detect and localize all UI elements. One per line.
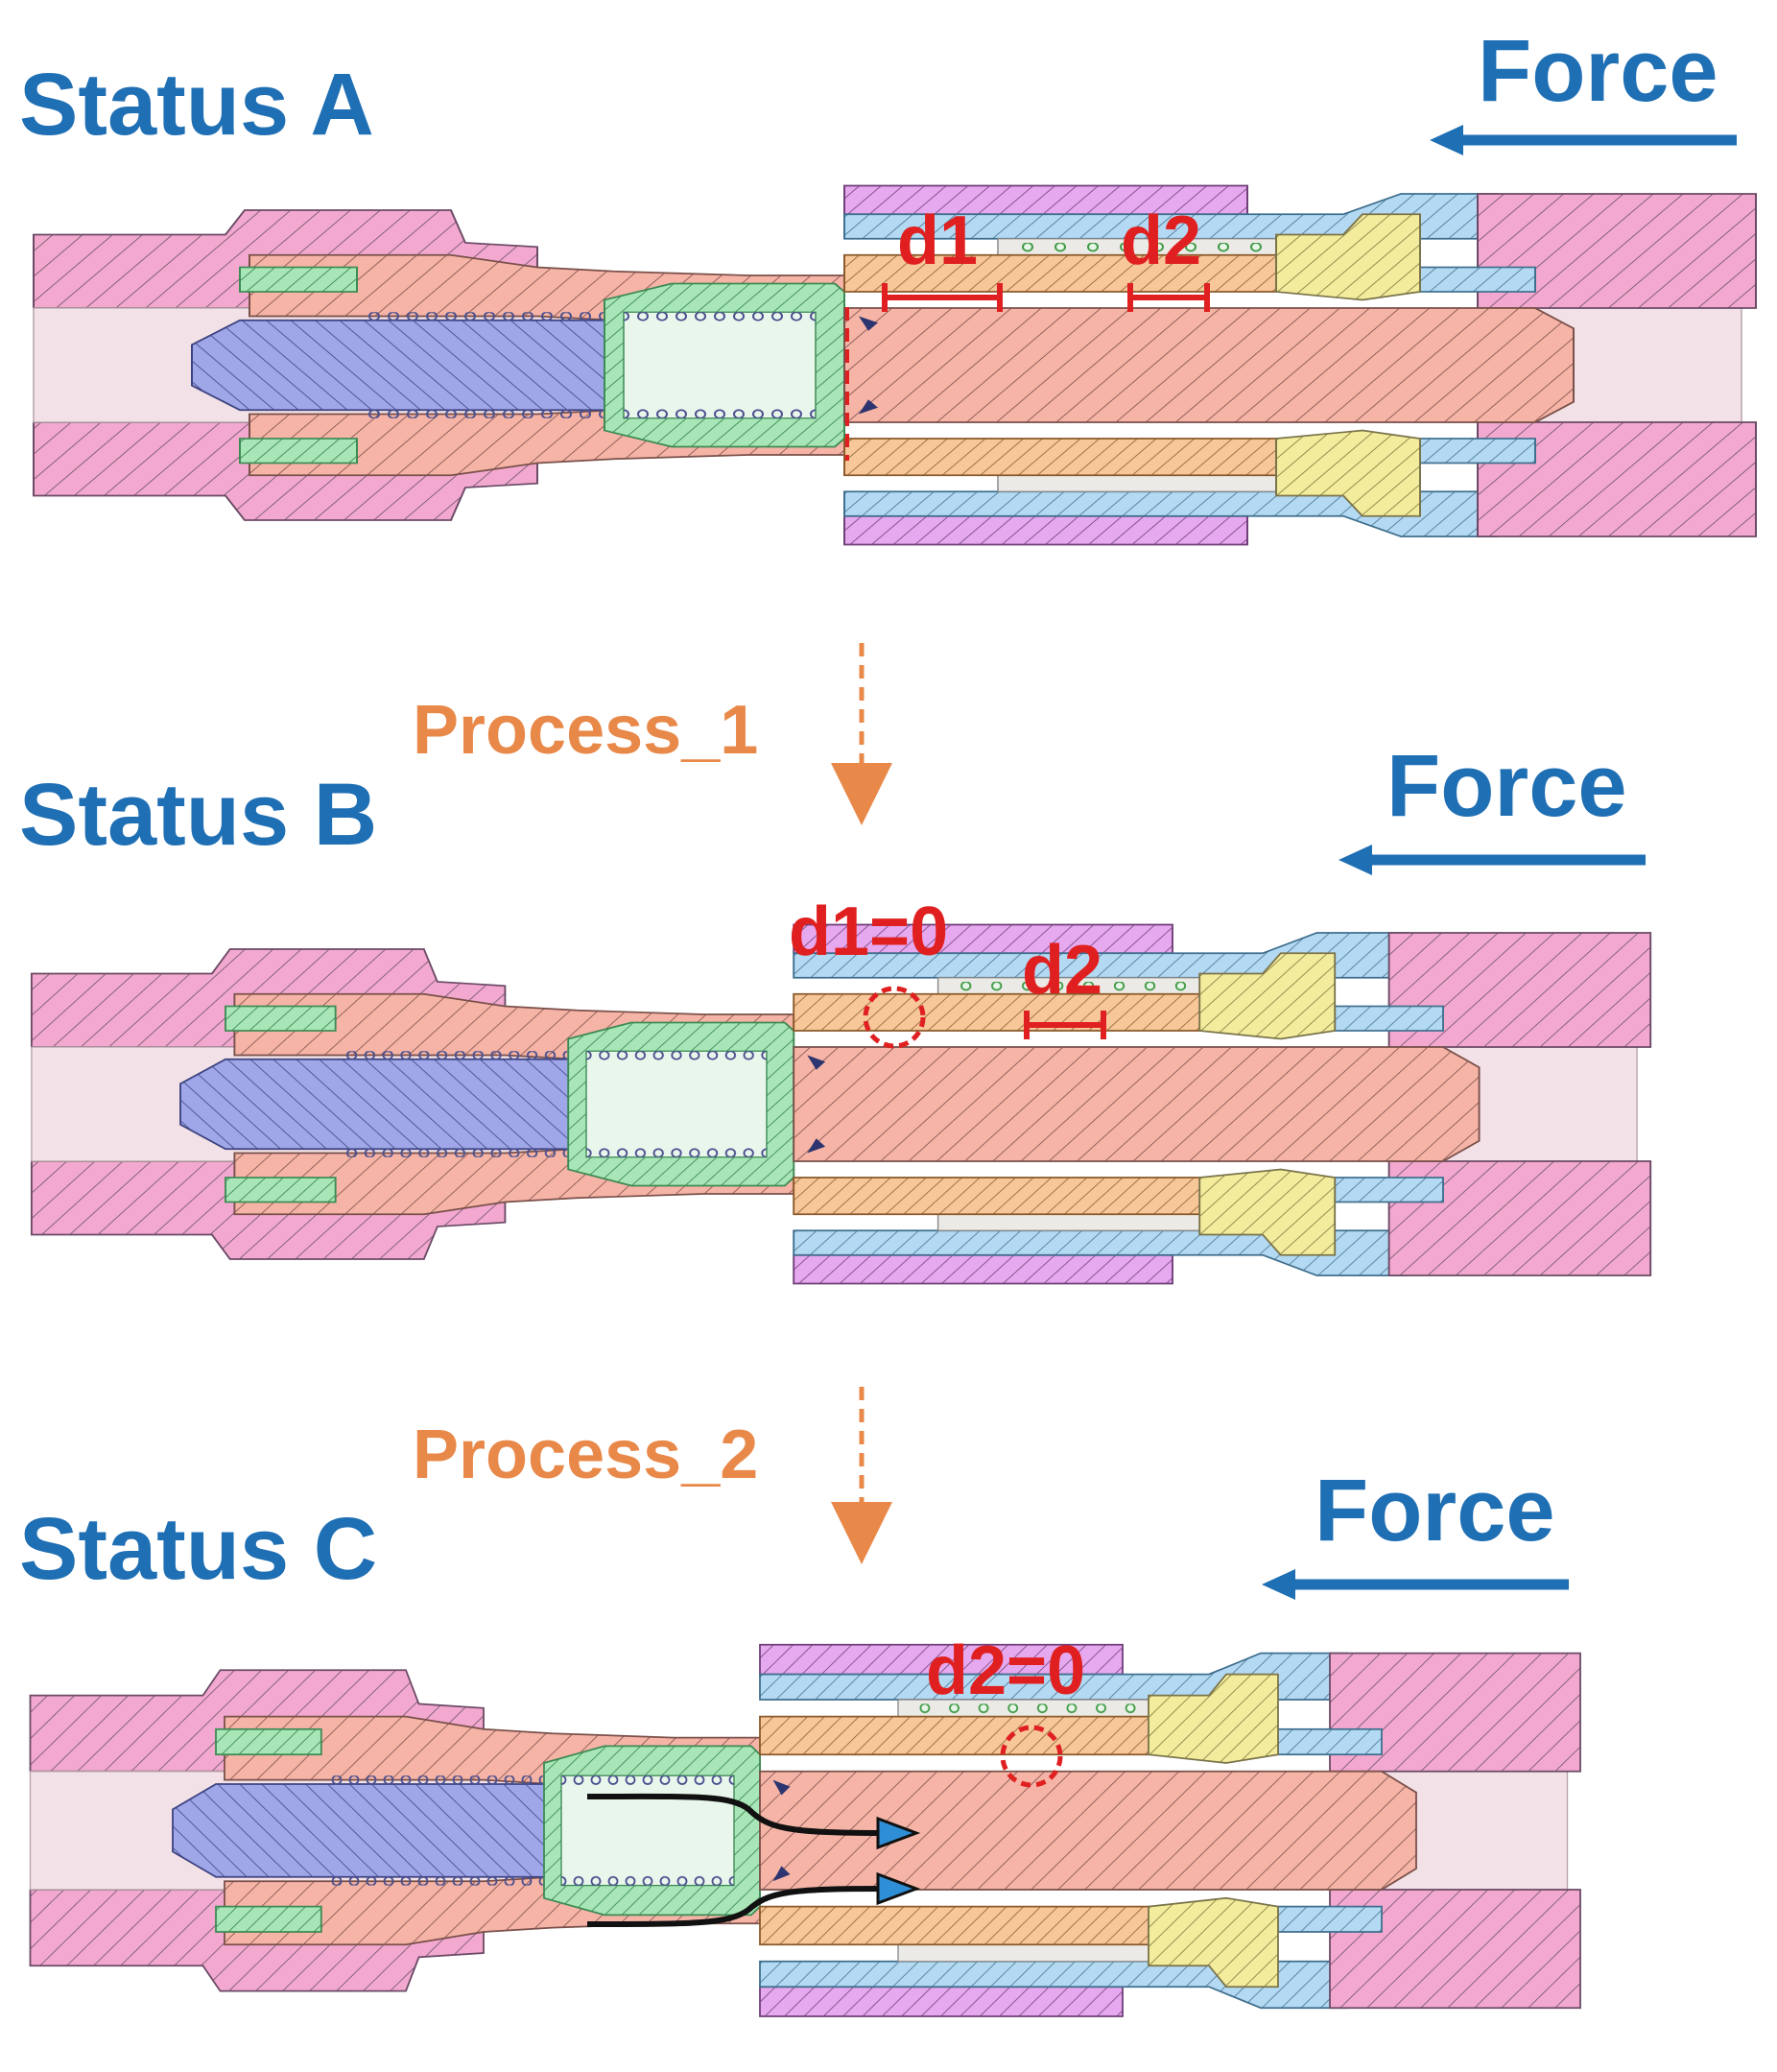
dimension-d1-a: [882, 283, 1003, 312]
d2-label-a: d2: [1121, 202, 1201, 279]
process-1-label: Process_1: [413, 692, 758, 769]
process-2-label: Process_2: [413, 1417, 758, 1493]
force-label-a: Force: [1478, 22, 1718, 120]
process-arrow-1: [831, 643, 892, 825]
force-arrow-a: [1430, 125, 1737, 155]
coupling-status-a: [33, 184, 1757, 546]
d1-label: d1: [897, 202, 978, 279]
d2-zero-label: d2=0: [926, 1632, 1085, 1709]
force-arrow-c: [1262, 1569, 1569, 1600]
d2-label-b: d2: [1022, 932, 1102, 1009]
status-b-label: Status B: [19, 766, 377, 864]
coupling-status-b: [30, 923, 1652, 1285]
process-arrow-2: [831, 1387, 892, 1564]
contact-circle-b: [863, 986, 926, 1049]
force-label-c: Force: [1315, 1462, 1555, 1560]
flow-arrow-upper: [586, 1793, 921, 1850]
dimension-d2-a: [1127, 283, 1210, 312]
flow-arrow-lower: [586, 1871, 921, 1927]
dimension-d2-b: [1024, 1011, 1106, 1039]
d1-zero-label: d1=0: [789, 893, 948, 970]
force-arrow-b: [1339, 845, 1646, 875]
status-a-label: Status A: [19, 56, 374, 154]
contact-circle-c: [1000, 1725, 1063, 1788]
status-c-label: Status C: [19, 1500, 377, 1598]
force-label-b: Force: [1386, 737, 1627, 835]
